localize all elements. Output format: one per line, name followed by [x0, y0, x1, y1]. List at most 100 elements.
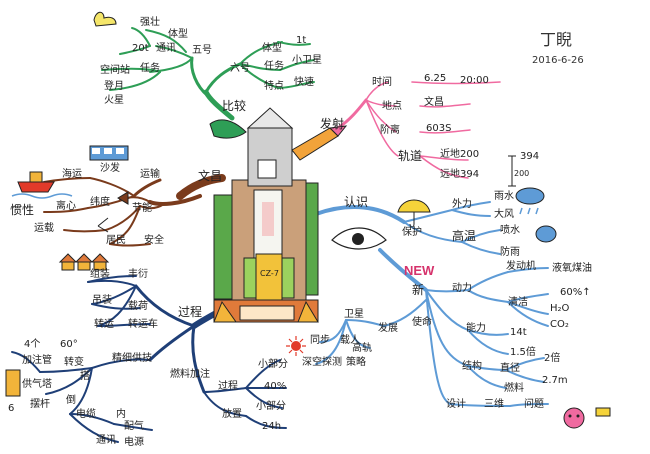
orbit-axis [508, 155, 516, 187]
node-process-guocheng: 过程 [218, 381, 238, 392]
branch-new [378, 248, 549, 407]
node-recognize-baohu: 保护 [402, 227, 422, 238]
node-new-jiegou: 结构 [462, 361, 482, 372]
node-w5-20t: 20t [132, 43, 149, 54]
node-mission-shenkong: 深空探测 [302, 357, 342, 368]
train-icon [89, 145, 129, 161]
node-new: 新 [412, 283, 425, 297]
node-process-dai: 倒 [66, 395, 76, 406]
launch-arm [291, 125, 348, 161]
node-w6: 六号 [230, 63, 250, 74]
node-process-diaozhuang: 吊装 [92, 295, 112, 306]
node-recognize-waili: 外力 [452, 199, 472, 210]
ship-icon [11, 171, 73, 199]
arm-icon [93, 11, 117, 27]
node-w6-1t: 1t [296, 35, 307, 46]
node-wenchang-weidu: 纬度 [90, 197, 110, 208]
node-launch-yuandi: 远地394 [440, 169, 480, 180]
node-new-yeyang: 液氧煤油 [552, 263, 592, 274]
node-launch-didian-val: 文昌 [424, 97, 444, 108]
node-launch-julishi-val: 603S [426, 123, 452, 134]
node-wenchang-guanxing: 惯性 [10, 203, 35, 217]
node-process-gongxu: 精细供技 [112, 353, 152, 364]
node-w5-huoxing: 火星 [104, 95, 124, 106]
node-mission-weixing: 卫星 [344, 309, 364, 320]
rocket-text: CZ-7 [260, 269, 279, 278]
node-mission-zaichuan: 载人 [340, 335, 360, 346]
node-process-p40: 40% [264, 381, 287, 392]
node-launch-jindi: 近地200 [440, 149, 480, 160]
node-wenchang: 文昌 [198, 169, 223, 183]
node-launch-date: 6.25 [424, 73, 447, 84]
node-new-co2: CO₂ [550, 319, 569, 330]
node-launch-shijian: 时间 [372, 77, 392, 88]
node-wenchang-shafa: 沙发 [100, 163, 120, 174]
node-process-gongqita: 供气塔 [22, 379, 52, 390]
node-process-baigan: 摆杆 [30, 399, 50, 410]
node-new-d2: 2倍 [544, 353, 561, 364]
node-new-qingjie: 清洁 [508, 297, 528, 308]
node-process: 过程 [178, 305, 203, 319]
node-mission-gaokong: 高轨 [352, 343, 372, 354]
node-process-da: 搭 [80, 371, 90, 382]
node-new-sanwei: 三维 [484, 399, 504, 410]
node-wenchang-yunzai: 运载 [34, 223, 54, 234]
node-launch-time: 20:00 [460, 75, 489, 86]
node-process-dianlan: 电缆 [76, 409, 96, 420]
node-launch-didian: 地点 [382, 101, 402, 112]
node-wenchang-haiyun: 海运 [62, 169, 82, 180]
node-process-zhuanyunche: 转运车 [128, 319, 158, 330]
node-process-fangzhi: 放置 [222, 409, 242, 420]
node-w6-kuaisu: 快速 [294, 77, 314, 88]
node-mission: 使命 [412, 317, 432, 328]
node-new-15: 1.5倍 [510, 347, 536, 358]
node-mission-fadian: 发展 [378, 323, 398, 334]
node-w5-renwu: 任务 [140, 63, 160, 74]
node-new-fadongji: 发动机 [506, 261, 536, 272]
node-mission-tongbu: 同步 [310, 335, 330, 346]
node-recognize-gaowen: 高温 [452, 229, 477, 243]
sun-icon [286, 336, 306, 356]
node-new-d27: 2.7m [542, 375, 568, 386]
node-launch-axis-bottom: 200 [514, 169, 530, 178]
node-recognize: 认识 [344, 195, 369, 209]
node-process-ranliaojiazhu: 燃料加注 [170, 369, 210, 380]
node-process-fengge: 丰衍 [128, 269, 148, 280]
node-process-zhuanyun: 转运 [94, 319, 114, 330]
node-new-dongli: 动力 [452, 283, 472, 294]
node-launch-julishi: 阶离 [380, 125, 400, 136]
umbrella-icon [397, 199, 431, 228]
node-new-nengli: 能力 [466, 323, 486, 334]
node-process-h24: 24h [262, 421, 282, 432]
battery-icon [5, 369, 21, 397]
node-w5-qiangzhuang: 强壮 [140, 17, 160, 28]
satellite-icon [209, 119, 247, 139]
node-new-sheji: 设计 [446, 399, 466, 410]
node-w5-tongxun: 通讯 [156, 43, 176, 54]
node-process-jiazhuguan: 加注管 [22, 355, 52, 366]
node-w5-dengyue: 登月 [104, 81, 124, 92]
node-wenchang-yunshu: 运输 [140, 169, 160, 180]
node-process-val4: 4个 [24, 339, 41, 350]
dish-icon [535, 225, 557, 243]
node-recognize-dafeng: 大风 [494, 209, 514, 220]
node-process-val60: 60° [60, 339, 78, 350]
eye-icon [331, 227, 387, 250]
rocket-icon [213, 107, 319, 323]
node-process-zuzhuang: 组装 [90, 269, 110, 280]
branch-compare [101, 27, 315, 121]
branch-recognize [314, 201, 501, 255]
node-process-kuang6: 6 [8, 403, 15, 414]
node-wenchang-jumin: 居民 [106, 235, 126, 246]
node-process-ganche: 载荷 [128, 301, 148, 312]
node-new-percent: 60%↑ [560, 287, 591, 298]
date: 2016-6-26 [532, 55, 584, 66]
node-process-xiaobufen2: 小部分 [256, 401, 286, 412]
node-new-14t: 14t [510, 327, 527, 338]
node-launch-guidao: 轨道 [398, 149, 423, 163]
node-wenchang-anquan: 安全 [144, 235, 164, 246]
node-recognize-fangyu: 防雨 [500, 247, 520, 258]
node-w5: 五号 [192, 45, 212, 56]
node-wenchang-jieneng: 节能 [132, 203, 152, 214]
